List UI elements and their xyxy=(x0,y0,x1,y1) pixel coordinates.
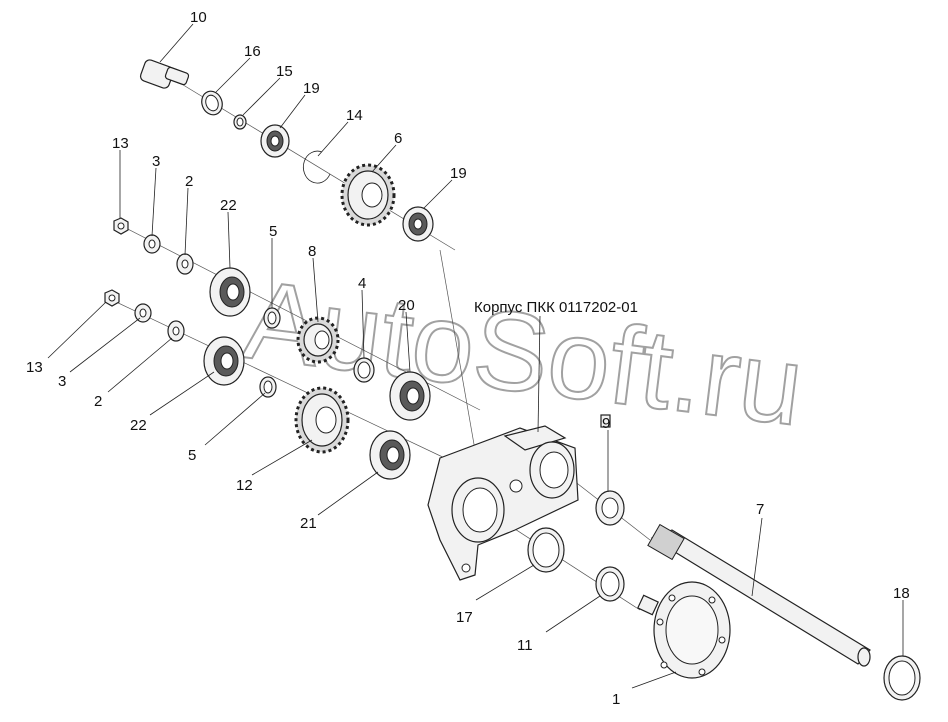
callout-13-upper: 13 xyxy=(112,135,129,152)
callout-22-lower: 22 xyxy=(130,417,147,434)
part-22-bearing-lower xyxy=(203,336,245,386)
callout-11: 11 xyxy=(517,637,533,654)
callout-13-lower: 13 xyxy=(26,359,43,376)
part-8-gear xyxy=(296,316,340,364)
callout-3-upper: 3 xyxy=(152,153,160,170)
callout-5-lower: 5 xyxy=(188,447,196,464)
part-14-snap-ring xyxy=(303,150,331,184)
callout-9: 9 xyxy=(602,415,610,432)
callout-19-top: 19 xyxy=(303,80,320,97)
callout-1: 1 xyxy=(612,691,620,708)
callout-19-right: 19 xyxy=(450,165,467,182)
part-7-shaft xyxy=(647,523,871,667)
callout-18: 18 xyxy=(893,585,910,602)
callout-2-lower: 2 xyxy=(94,393,102,410)
callout-numbers: 10 16 15 19 14 6 19 13 3 2 22 5 8 4 20 1… xyxy=(26,9,910,708)
callout-17: 17 xyxy=(456,609,473,626)
part-1-cover-flange xyxy=(636,581,731,679)
part-19-bearing-top xyxy=(260,124,290,158)
callout-6: 6 xyxy=(394,130,402,147)
part-20-bearing xyxy=(389,371,431,421)
leader-lines xyxy=(47,23,904,689)
callout-5-upper: 5 xyxy=(269,223,277,240)
callout-21: 21 xyxy=(300,515,317,532)
callout-20: 20 xyxy=(398,297,415,314)
callout-8: 8 xyxy=(308,243,316,260)
part-10-shaft-end xyxy=(139,59,190,89)
assembly-label: Корпус ПКК 0117202-01 xyxy=(474,299,638,316)
callout-14: 14 xyxy=(346,107,363,124)
part-bearing-housing-right xyxy=(595,490,625,526)
callout-4: 4 xyxy=(358,275,366,292)
callout-3-lower: 3 xyxy=(58,373,66,390)
callout-7: 7 xyxy=(756,501,764,518)
callout-10: 10 xyxy=(190,9,207,26)
callout-2-upper: 2 xyxy=(185,173,193,190)
part-21-bearing xyxy=(369,430,411,480)
callout-16: 16 xyxy=(244,43,261,60)
part-11-bushing xyxy=(595,566,625,602)
part-18-ring xyxy=(883,655,921,701)
part-12-gear xyxy=(294,386,350,454)
callout-22-upper: 22 xyxy=(220,197,237,214)
part-9-pin xyxy=(600,414,611,428)
part-19-bearing-right xyxy=(402,206,434,242)
callout-12: 12 xyxy=(236,477,253,494)
callout-15: 15 xyxy=(276,63,293,80)
housing-body xyxy=(427,425,579,581)
part-17-seal xyxy=(527,527,565,573)
part-22-bearing-upper xyxy=(209,267,251,317)
part-6-gear xyxy=(340,163,396,227)
